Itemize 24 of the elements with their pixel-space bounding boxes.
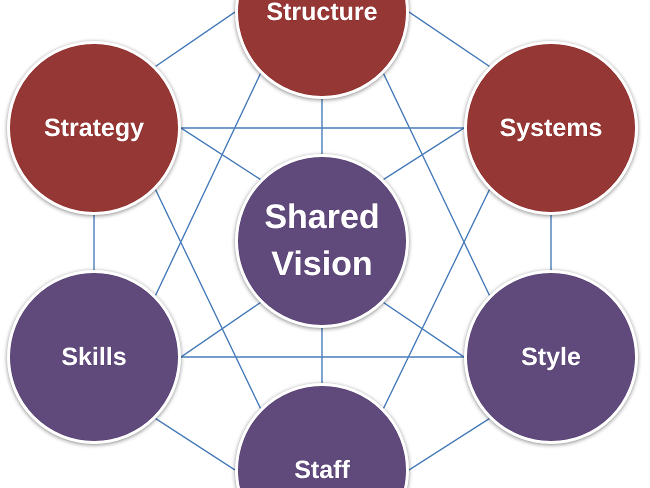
node-label: Shared Vision [263, 197, 381, 285]
node-label: Systems [500, 113, 602, 143]
node-label: Structure [266, 0, 378, 27]
connector-line [383, 302, 464, 358]
connector-line [181, 127, 464, 129]
connector-line [180, 302, 261, 358]
connector-line [408, 11, 490, 68]
connector-line [383, 127, 464, 180]
connector-line [180, 127, 261, 180]
connector-line [93, 215, 95, 270]
node-label: Strategy [44, 113, 144, 143]
node-label: Style [521, 342, 581, 372]
connector-line [155, 418, 236, 471]
node-label: Skills [61, 342, 127, 372]
connector-line [155, 11, 236, 68]
connector-line [382, 189, 490, 409]
connector-line [550, 215, 552, 270]
connector-line [382, 73, 490, 296]
connector-line [321, 328, 323, 383]
connector-line [181, 356, 464, 358]
connector-line [154, 73, 262, 296]
connector-line [321, 99, 323, 154]
node-label: Staff [294, 455, 350, 485]
connector-line [408, 418, 490, 471]
